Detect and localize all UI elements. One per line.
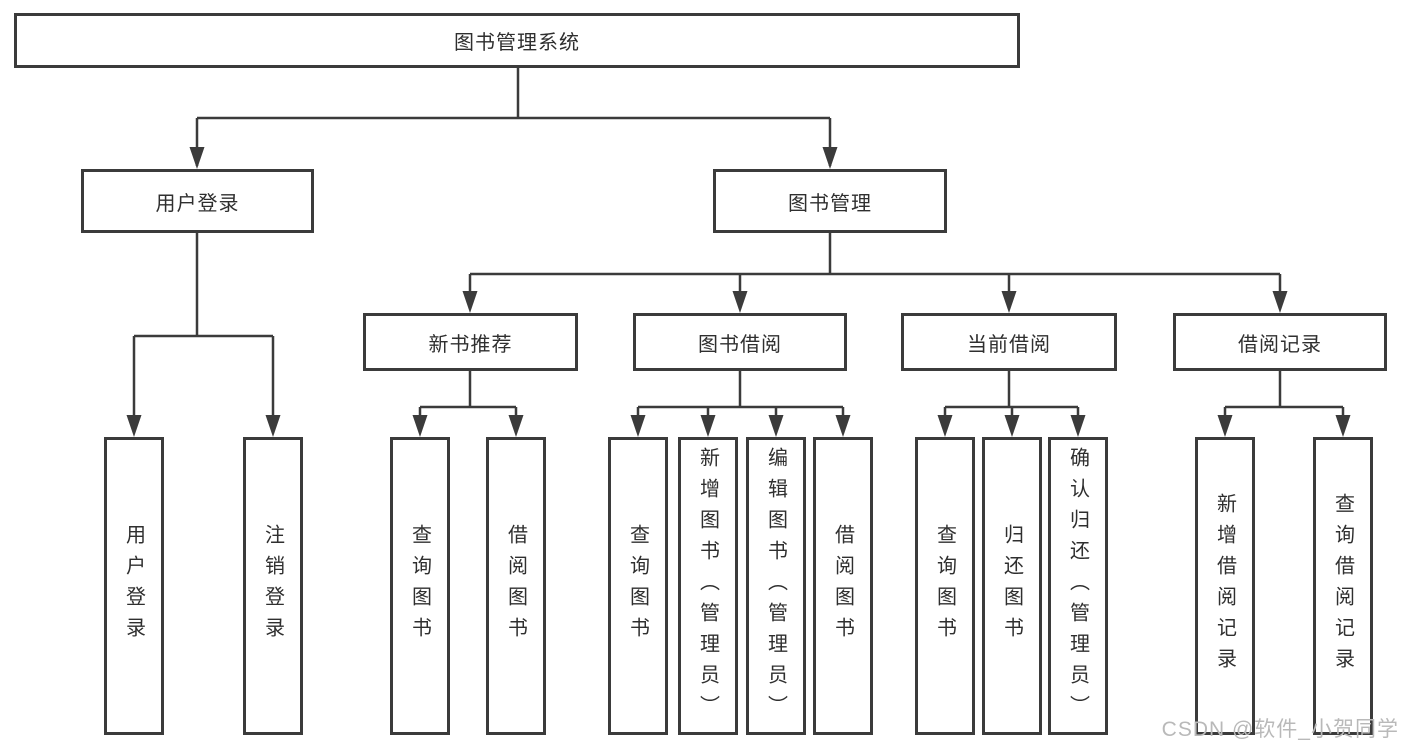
leaf-query-books-recommend: 查询图书 [390,437,450,735]
leaf-edit-books-admin: 编辑图书（管理员） [746,437,806,735]
leaf-query-borrow-record: 查询借阅记录 [1313,437,1373,735]
node-new-book-recommendation: 新书推荐 [363,313,578,371]
leaf-query-books-current: 查询图书 [915,437,975,735]
connector-path [132,68,1345,433]
leaf-confirm-return-admin: 确认归还（管理员） [1048,437,1108,735]
node-user-login: 用户登录 [81,169,314,233]
leaf-add-books-admin: 新增图书（管理员） [678,437,738,735]
node-current-borrowing: 当前借阅 [901,313,1117,371]
node-borrowing-records: 借阅记录 [1173,313,1387,371]
csdn-watermark: CSDN @软件_小贺同学 [1161,718,1399,741]
node-library-management-system: 图书管理系统 [14,13,1020,68]
leaf-borrow-books-recommend: 借阅图书 [486,437,546,735]
leaf-user-login: 用户登录 [104,437,164,735]
leaf-add-borrow-record: 新增借阅记录 [1195,437,1255,735]
leaf-query-books-borrow: 查询图书 [608,437,668,735]
leaf-logout: 注销登录 [243,437,303,735]
node-book-borrowing: 图书借阅 [633,313,847,371]
arrowheads [126,147,1351,437]
leaf-return-books: 归还图书 [982,437,1042,735]
node-book-management: 图书管理 [713,169,947,233]
leaf-borrow-books: 借阅图书 [813,437,873,735]
